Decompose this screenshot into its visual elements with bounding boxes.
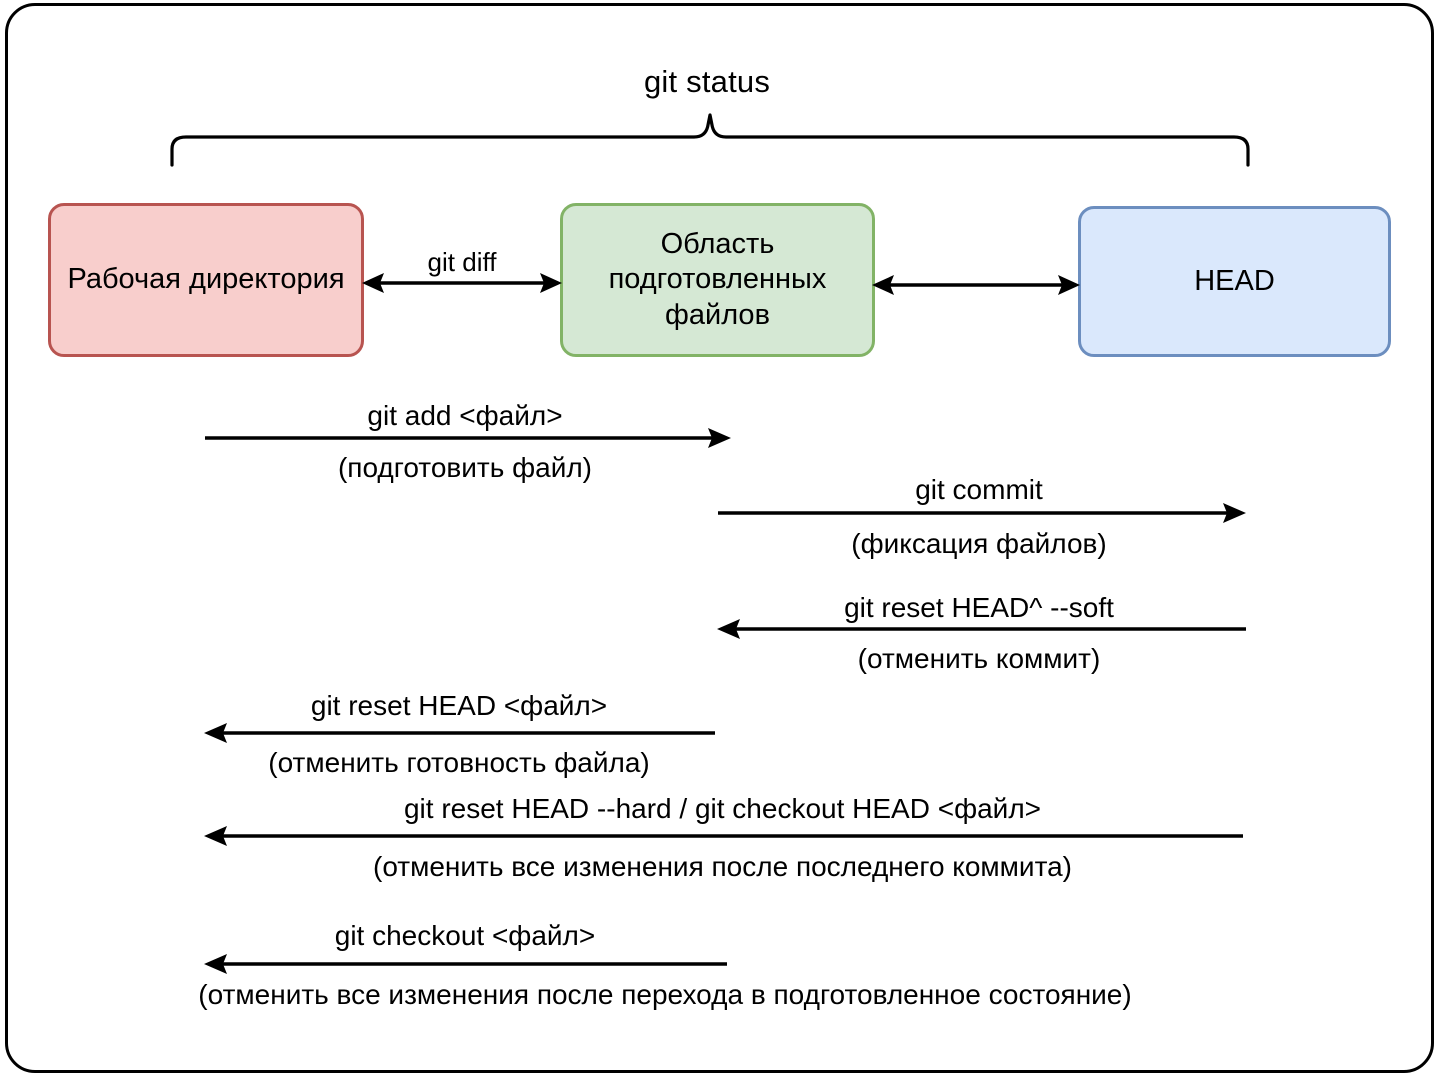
flow-git-checkout-file-description: (отменить все изменения после перехода в… xyxy=(198,979,1132,1010)
git-status-title: git status xyxy=(643,64,771,99)
flow-git-reset-head-file-command: git reset HEAD <файл> xyxy=(310,690,608,721)
flow-git-reset-hard-command: git reset HEAD --hard / git checkout HEA… xyxy=(403,793,1042,824)
flow-git-reset-head-file-description: (отменить готовность файла) xyxy=(268,747,650,778)
git-diff-label: git diff xyxy=(427,247,497,277)
diagram-frame xyxy=(5,3,1434,1073)
flow-git-reset-hard-arrow xyxy=(204,826,1243,846)
flow-git-reset-soft-arrow xyxy=(717,619,1246,639)
arrow-staging-head xyxy=(872,275,1080,295)
node-head-label: HEAD xyxy=(1194,264,1275,297)
node-staging-area[interactable]: Область подготовленных файлов xyxy=(560,203,875,357)
node-head[interactable]: HEAD xyxy=(1078,206,1391,357)
flow-git-add-arrow xyxy=(205,428,731,448)
flow-git-reset-head-file-arrow xyxy=(204,723,715,743)
flow-git-reset-soft-description: (отменить коммит) xyxy=(857,643,1101,674)
flow-git-checkout-file-arrow xyxy=(204,954,727,974)
flow-git-checkout-file-command: git checkout <файл> xyxy=(334,920,596,951)
flow-git-commit-command: git commit xyxy=(915,474,1043,505)
node-staging-area-label: Область подготовленных файлов xyxy=(608,227,827,331)
node-working-directory-label: Рабочая директория xyxy=(67,263,345,296)
flow-git-reset-hard-description: (отменить все изменения после последнего… xyxy=(373,851,1072,882)
flow-git-add-command: git add <файл> xyxy=(367,400,563,431)
git-status-brace xyxy=(170,113,1250,167)
flow-git-reset-soft-command: git reset HEAD^ --soft xyxy=(844,592,1114,623)
arrow-working-staging xyxy=(362,273,562,293)
flow-git-add-description: (подготовить файл) xyxy=(337,452,593,483)
node-working-directory[interactable]: Рабочая директория xyxy=(48,203,364,357)
flow-git-commit-arrow xyxy=(718,503,1246,523)
flow-git-commit-description: (фиксация файлов) xyxy=(851,528,1107,559)
